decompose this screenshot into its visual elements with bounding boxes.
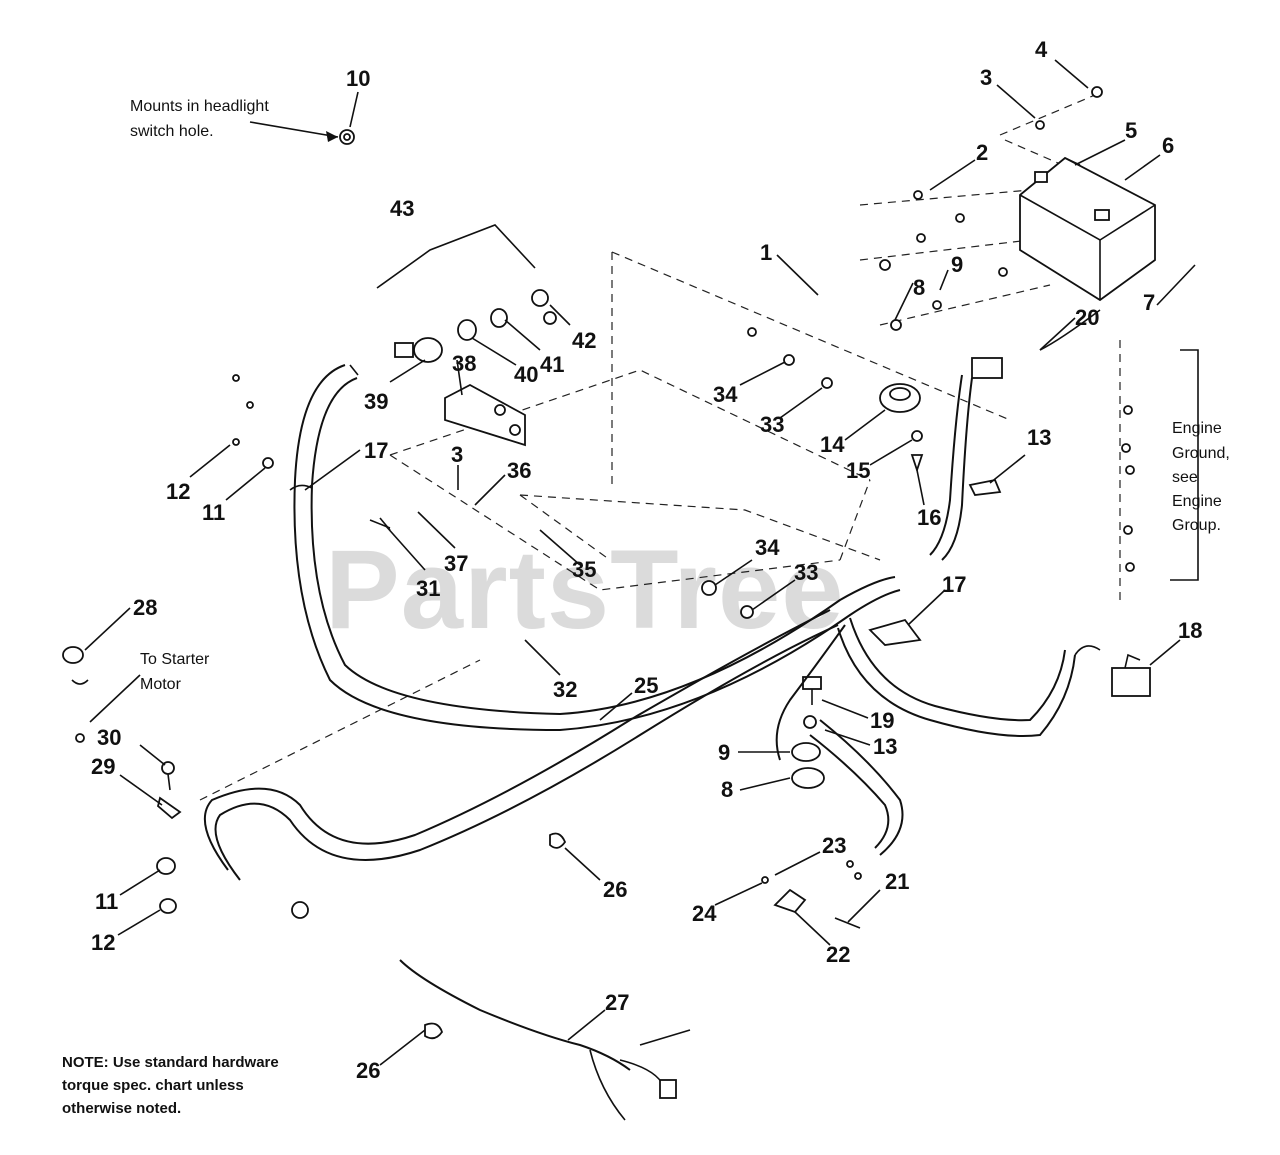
callout-22: 22 [826, 942, 850, 967]
callout-37: 37 [444, 551, 468, 576]
callout-35: 35 [572, 557, 596, 582]
note-hardware-line2: torque spec. chart unless [62, 1077, 244, 1094]
callout-43: 43 [390, 196, 414, 221]
note-headlight: Mounts in headlight switch hole. [130, 98, 269, 140]
callout-23: 23 [822, 833, 846, 858]
note-starter: To Starter Motor [140, 651, 210, 693]
callout-17-right: 17 [942, 572, 966, 597]
callout-17: 17 [364, 438, 388, 463]
note-headlight-line1: Mounts in headlight [130, 98, 269, 115]
callout-12: 12 [166, 479, 190, 504]
callout-18: 18 [1178, 618, 1202, 643]
callout-2: 2 [976, 140, 988, 165]
callout-3: 3 [980, 65, 992, 90]
callout-28: 28 [133, 595, 157, 620]
note-hardware-line1: NOTE: Use standard hardware [62, 1054, 279, 1071]
callout-33: 33 [760, 412, 784, 437]
note-ground-line5: Group. [1172, 517, 1221, 534]
callout-21: 21 [885, 869, 909, 894]
arrows [249, 121, 339, 142]
callout-34: 34 [713, 382, 738, 407]
battery-hardware [879, 86, 1103, 331]
note-ground-line1: Engine [1172, 420, 1222, 437]
callout-39: 39 [364, 389, 388, 414]
callout-27: 27 [605, 990, 629, 1015]
callout-31: 31 [416, 576, 440, 601]
callout-34-lower: 34 [755, 535, 780, 560]
battery [1019, 156, 1156, 302]
callout-38: 38 [452, 351, 476, 376]
callout-24: 24 [692, 901, 717, 926]
callout-1: 1 [760, 240, 772, 265]
note-hardware: NOTE: Use standard hardware torque spec.… [62, 1054, 279, 1117]
callout-4: 4 [1035, 37, 1048, 62]
callout-36: 36 [507, 458, 531, 483]
callout-11-lower: 11 [95, 889, 118, 914]
callout-25: 25 [634, 673, 658, 698]
note-ground-line3: see [1172, 469, 1198, 486]
watermark: PartsTree [325, 527, 845, 652]
note-ground-line2: Ground, [1172, 445, 1230, 462]
note-starter-line1: To Starter [140, 651, 210, 668]
callout-19: 19 [870, 708, 894, 733]
callout-15: 15 [846, 458, 870, 483]
engine-ground-bracket [1170, 349, 1199, 581]
callout-30: 30 [97, 725, 121, 750]
note-hardware-line3: otherwise noted. [62, 1100, 181, 1117]
callout-3-lower: 3 [451, 442, 463, 467]
callout-6: 6 [1162, 133, 1174, 158]
hardware-parts [62, 129, 1151, 1040]
callout-11: 11 [202, 500, 225, 525]
callout-9-lower: 9 [718, 740, 730, 765]
callout-32: 32 [553, 677, 577, 702]
callout-33-lower: 33 [794, 560, 818, 585]
note-engine-ground: Engine Ground, see Engine Group. [1172, 420, 1230, 534]
callout-42: 42 [572, 328, 596, 353]
callout-8: 8 [913, 275, 925, 300]
leader-lines [84, 59, 1196, 1066]
callout-29: 29 [91, 754, 115, 779]
note-ground-line4: Engine [1172, 493, 1222, 510]
note-headlight-line2: switch hole. [130, 123, 214, 140]
callout-26: 26 [603, 877, 627, 902]
callout-8-lower: 8 [721, 777, 733, 802]
note-starter-line2: Motor [140, 676, 182, 693]
callout-40: 40 [514, 362, 538, 387]
callout-labels: 10 4 3 5 6 2 43 1 9 8 7 20 42 41 40 39 3… [91, 37, 1202, 1083]
callout-13-lower: 13 [873, 734, 897, 759]
callout-41: 41 [540, 352, 564, 377]
callout-7: 7 [1143, 290, 1155, 315]
callout-13: 13 [1027, 425, 1051, 450]
callout-12-lower: 12 [91, 930, 115, 955]
callout-16: 16 [917, 505, 941, 530]
callout-10: 10 [346, 66, 370, 91]
callout-14: 14 [820, 432, 845, 457]
wiring-harness [203, 309, 1101, 1121]
callout-9: 9 [951, 252, 963, 277]
callout-5: 5 [1125, 118, 1137, 143]
callout-26-lower: 26 [356, 1058, 380, 1083]
callout-20: 20 [1075, 305, 1099, 330]
